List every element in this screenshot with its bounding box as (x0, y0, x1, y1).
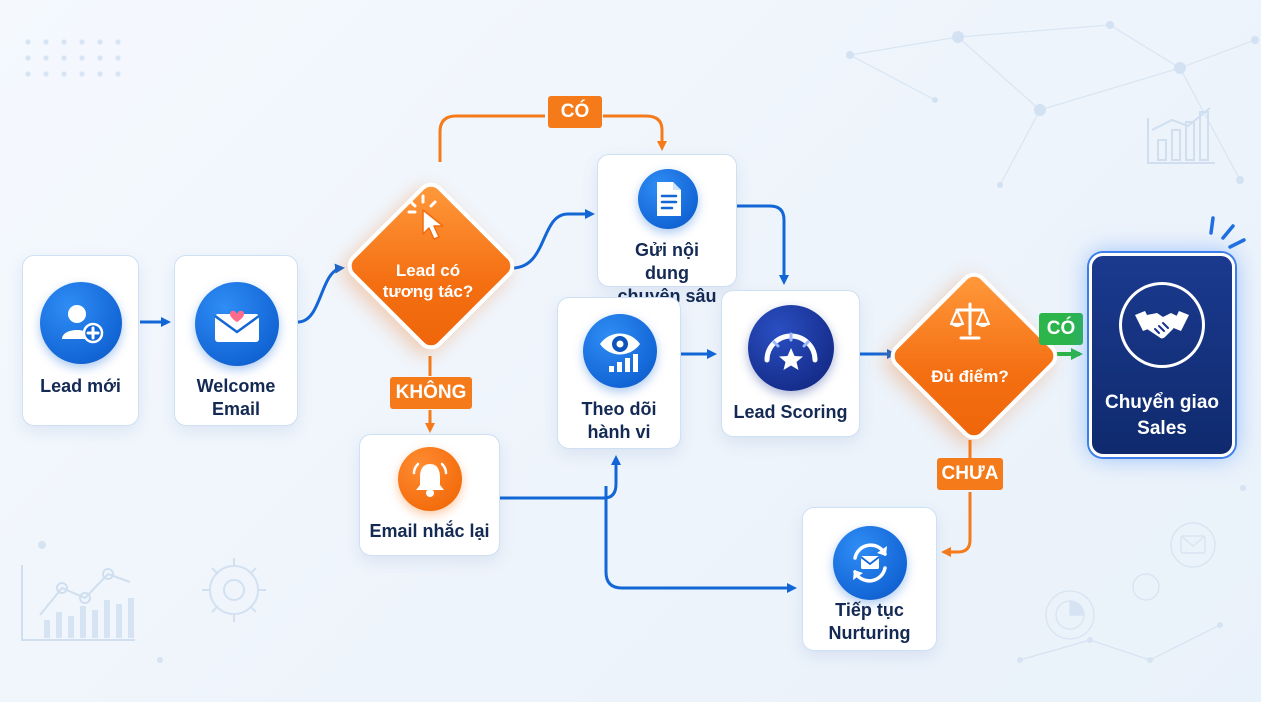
edge-decision-to-content (511, 209, 595, 270)
edge-behavior-to-nurturing (604, 486, 797, 593)
node-email-nhac-lai[interactable]: Email nhắc lại (359, 434, 500, 556)
gui-noi-dung-label: Gửi nội dung chuyên sâu (617, 240, 717, 306)
du-diem-label: Đủ điểm? (931, 367, 1009, 386)
refresh-envelope-icon (833, 526, 907, 600)
document-icon (638, 169, 698, 229)
badge-co-right: CÓ (1039, 313, 1083, 345)
lead-moi-label: Lead mới (40, 376, 121, 396)
bell-icon (398, 447, 462, 511)
tiep-tuc-label: Tiếp tục Nurturing (828, 600, 911, 643)
edge-reminder-to-behavior (500, 455, 621, 500)
node-lead-moi[interactable]: Lead mới (22, 255, 139, 426)
attention-rays (1209, 216, 1246, 249)
lead-scoring-label: Lead Scoring (733, 402, 848, 422)
edge-decision-to-content-yes (438, 114, 662, 162)
node-theo-doi[interactable]: Theo dõi hành vi (557, 297, 681, 449)
node-gui-noi-dung[interactable]: Gửi nội dung chuyên sâu (597, 154, 737, 306)
edge-content-to-scoring (737, 204, 789, 285)
heart-envelope-icon (195, 282, 279, 366)
lead-tuong-tac-label: Lead có tương tác? (382, 261, 474, 301)
node-lead-scoring[interactable]: Lead Scoring (721, 290, 860, 437)
edge-welcome-to-decision (297, 263, 345, 324)
chuyen-giao-label: Chuyển giao Sales (1104, 392, 1219, 439)
eye-chart-icon (583, 314, 657, 388)
node-welcome-email[interactable]: Welcome Email (174, 255, 298, 426)
user-plus-icon (40, 282, 122, 364)
email-nhac-lai-label: Email nhắc lại (369, 521, 490, 541)
cursor-click-icon (407, 194, 444, 240)
badge-co-top: CÓ (548, 96, 602, 128)
badge-khong: KHÔNG (390, 377, 472, 409)
node-chuyen-giao[interactable]: Chuyển giao Sales (1089, 253, 1235, 457)
welcome-email-label: Welcome Email (196, 376, 276, 419)
theo-doi-label: Theo dõi hành vi (581, 399, 657, 442)
gauge-star-icon (748, 305, 834, 391)
node-tiep-tuc[interactable]: Tiếp tục Nurturing (802, 507, 937, 651)
decision-lead-tuong-tac[interactable]: Lead có tương tác? (370, 190, 486, 310)
badge-chua: CHƯA (937, 458, 1003, 490)
handshake-icon (1119, 282, 1205, 368)
balance-scale-icon (949, 302, 991, 340)
decision-du-diem[interactable]: Đủ điểm? (912, 300, 1028, 400)
edge-qualified-to-nurturing-notyet (944, 440, 972, 552)
